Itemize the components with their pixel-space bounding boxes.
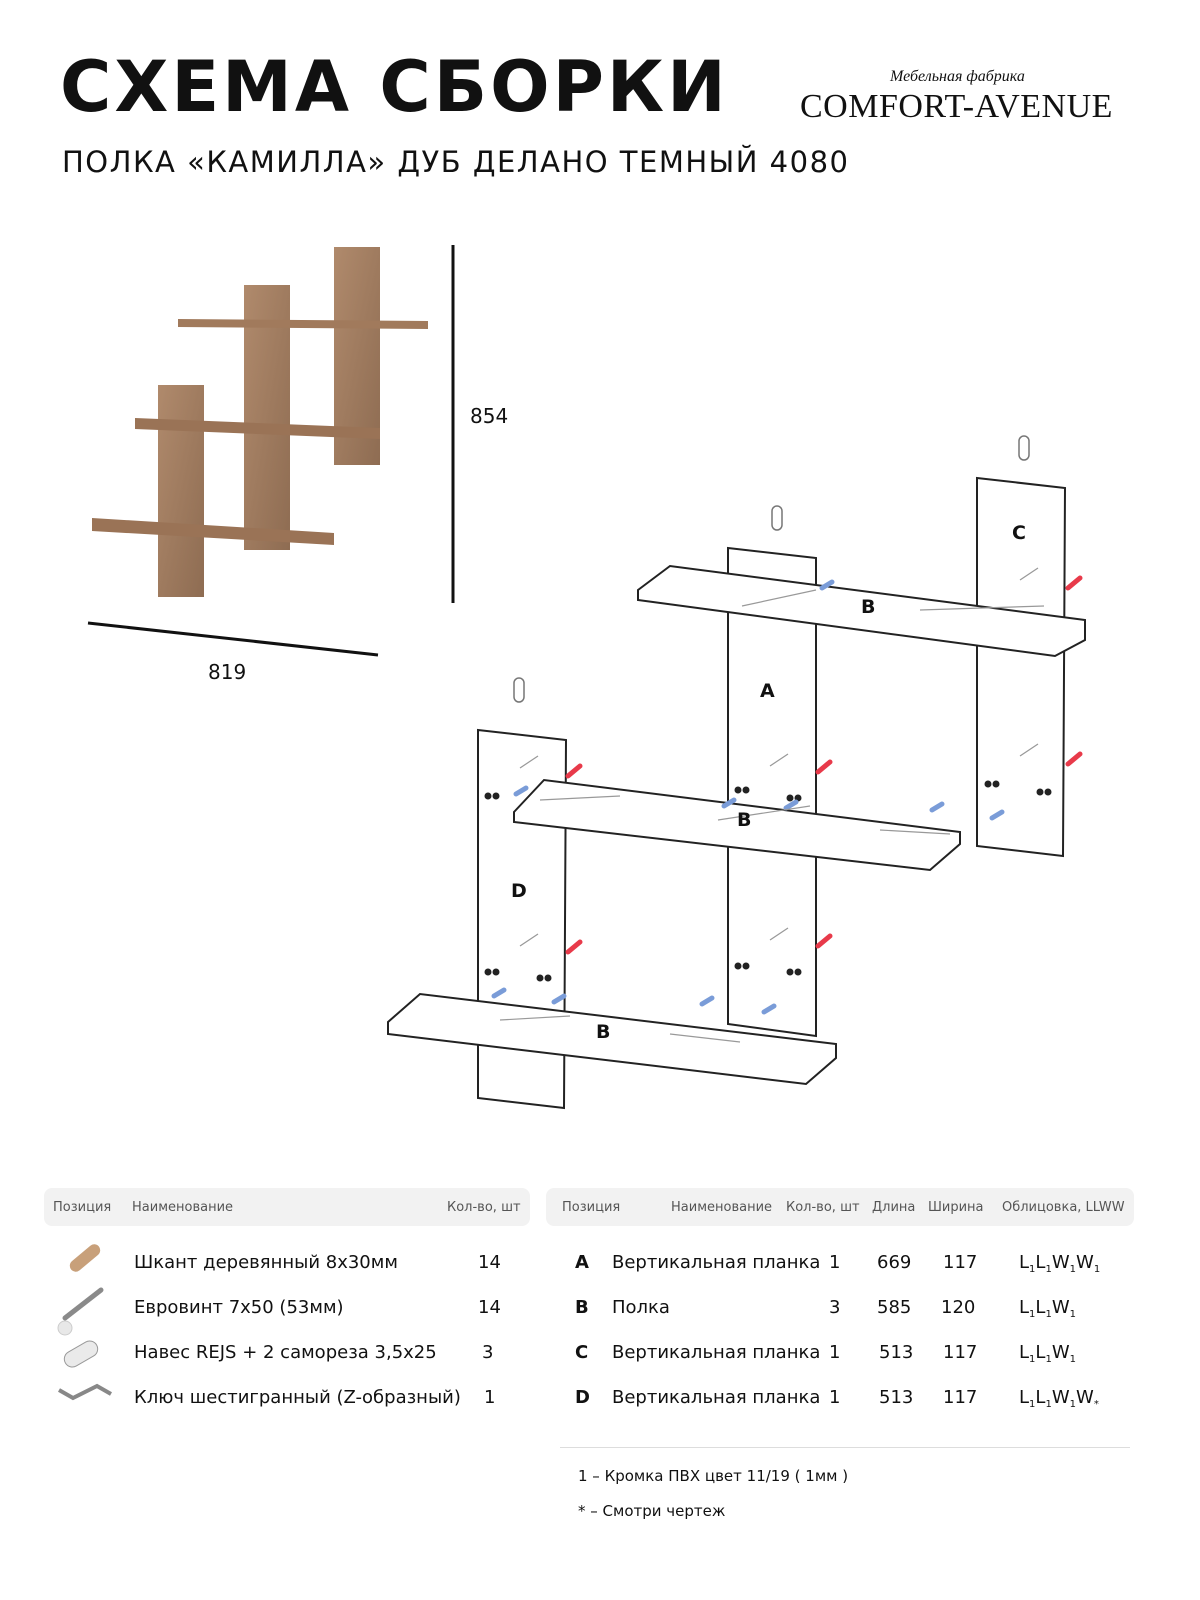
part-length-b: 585 [877, 1297, 912, 1318]
board-d-photo [158, 385, 204, 597]
part-name-a: Вертикальная планка [612, 1252, 821, 1273]
product-illustration [87, 245, 455, 657]
label-b-middle: B [737, 809, 752, 831]
parts-header-name: Наименование [671, 1200, 773, 1215]
height-dimension: 854 [470, 404, 509, 428]
notes-divider [560, 1447, 1130, 1448]
fittings-header-qty: Кол-во, шт [447, 1200, 521, 1215]
width-dimension: 819 [208, 660, 247, 684]
label-c: C [1012, 522, 1026, 544]
parts-table-header: Позиция Наименование Кол-во, шт Длина Ши… [546, 1188, 1134, 1226]
fitting-qty-1: 14 [478, 1252, 501, 1273]
fitting-qty-4: 1 [484, 1387, 496, 1408]
shelf-b-bottom [387, 992, 837, 1086]
fitting-qty-3: 3 [482, 1342, 494, 1363]
width-dimension-line [87, 621, 379, 657]
label-b-top: B [861, 596, 876, 618]
screw-markers [565, 575, 1083, 955]
fittings-header-position: Позиция [53, 1200, 112, 1215]
hanger-icon [63, 1340, 99, 1368]
part-pos-d: D [575, 1387, 590, 1408]
part-name-b: Полка [612, 1297, 670, 1318]
part-qty-c: 1 [829, 1342, 841, 1363]
part-pos-a: A [575, 1252, 589, 1273]
part-width-c: 117 [943, 1342, 978, 1363]
shelf-b-middle [513, 778, 961, 872]
fittings-table-header: Позиция Наименование Кол-во, шт [44, 1188, 530, 1226]
part-name-d: Вертикальная планка [612, 1387, 821, 1408]
product-subtitle: ПОЛКА «КАМИЛЛА» ДУБ ДЕЛАНО ТЕМНЫЙ 4080 [62, 145, 850, 179]
part-width-a: 117 [943, 1252, 978, 1273]
shelf-middle-photo [135, 418, 380, 439]
fittings-icons [57, 1244, 112, 1401]
part-length-c: 513 [879, 1342, 914, 1363]
assembly-diagram [387, 435, 1086, 1110]
part-edging-b: L1L1W1 [1019, 1297, 1076, 1320]
fitting-name-4: Ключ шестигранный (Z-образный) [134, 1387, 461, 1408]
hidden-fasteners [499, 567, 1045, 1043]
board-a [727, 546, 817, 1038]
parts-header-edging: Облицовка, LLWW [1002, 1200, 1125, 1215]
brand-tagline: Мебельная фабрика [890, 68, 1025, 85]
parts-header-position: Позиция [562, 1200, 621, 1215]
page-title: СХЕМА СБОРКИ [60, 46, 729, 128]
part-edging-c: L1L1W1 [1019, 1342, 1076, 1365]
hanger-icon [513, 435, 1030, 703]
part-name-c: Вертикальная планка [612, 1342, 821, 1363]
part-qty-d: 1 [829, 1387, 841, 1408]
note-see-drawing: * – Смотри чертеж [578, 1502, 726, 1520]
part-width-b: 120 [941, 1297, 976, 1318]
part-qty-a: 1 [829, 1252, 841, 1273]
label-d: D [511, 880, 527, 902]
part-length-a: 669 [877, 1252, 912, 1273]
cam-holes [484, 780, 1052, 982]
screw-icon [57, 1287, 104, 1336]
fitting-qty-2: 14 [478, 1297, 501, 1318]
part-width-d: 117 [943, 1387, 978, 1408]
shelf-top-photo [178, 319, 428, 329]
board-a-photo [244, 285, 290, 550]
board-c [976, 476, 1067, 858]
dowel-markers [491, 579, 1005, 1015]
dowel-icon [69, 1244, 101, 1272]
label-a: A [760, 680, 775, 702]
fitting-name-2: Евровинт 7х50 (53мм) [134, 1297, 344, 1318]
shelf-b-top [637, 564, 1086, 658]
part-qty-b: 3 [829, 1297, 841, 1318]
fitting-name-3: Навес REJS + 2 самореза 3,5х25 [134, 1342, 437, 1363]
hex-key-icon [58, 1383, 112, 1401]
part-edging-d: L1L1W1W* [1019, 1387, 1099, 1410]
label-b-bottom: B [596, 1021, 611, 1043]
parts-header-qty: Кол-во, шт [786, 1200, 860, 1215]
shelf-bottom-photo [92, 518, 334, 545]
part-edging-a: L1L1W1W1 [1019, 1252, 1101, 1275]
brand-name: COMFORT-AVENUE [800, 88, 1113, 125]
part-pos-b: B [575, 1297, 589, 1318]
note-edging: 1 – Кромка ПВХ цвет 11/19 ( 1мм ) [578, 1467, 849, 1485]
fittings-header-name: Наименование [132, 1200, 234, 1215]
parts-header-width: Ширина [928, 1200, 984, 1215]
fitting-name-1: Шкант деревянный 8х30мм [134, 1252, 398, 1273]
parts-header-length: Длина [872, 1200, 916, 1215]
part-pos-c: C [575, 1342, 589, 1363]
part-length-d: 513 [879, 1387, 914, 1408]
